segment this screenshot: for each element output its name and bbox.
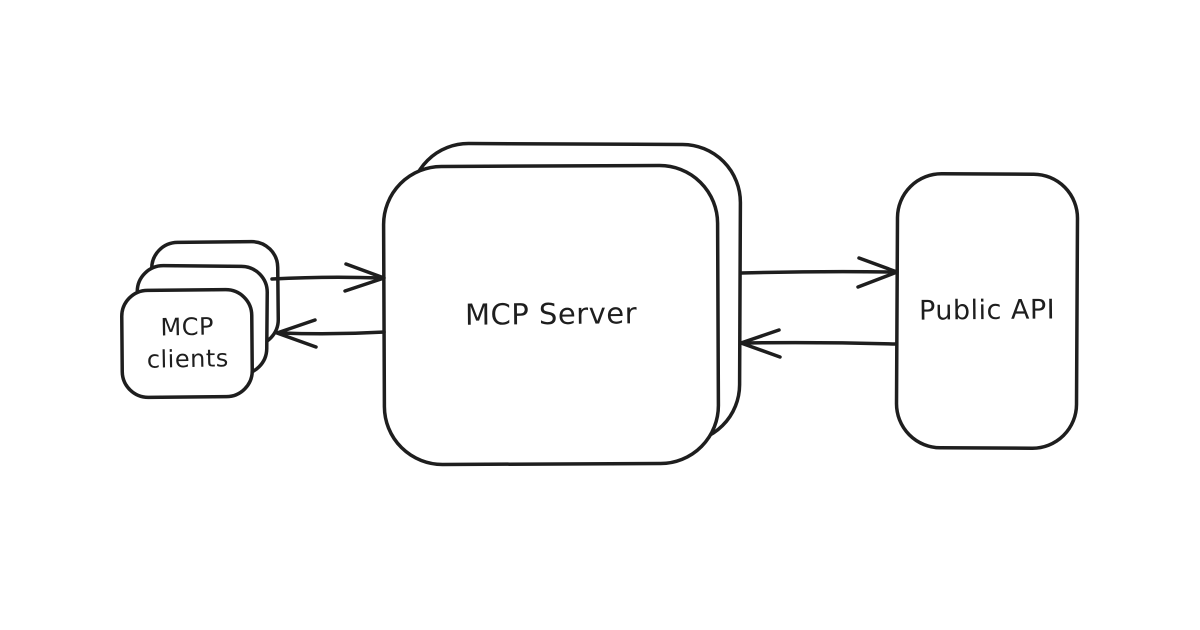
arrow-api-to-server bbox=[739, 328, 898, 359]
mcp-server-card-front bbox=[381, 163, 721, 467]
mcp-clients-card-front bbox=[120, 287, 254, 400]
arrow-clients-to-server bbox=[270, 262, 386, 293]
arrow-server-to-clients bbox=[275, 318, 386, 349]
public-api-card bbox=[894, 172, 1080, 450]
arrow-server-to-api bbox=[739, 256, 899, 289]
mcp-clients-node bbox=[120, 239, 281, 400]
public-api-node bbox=[894, 172, 1080, 450]
mcp-server-node bbox=[381, 141, 743, 467]
